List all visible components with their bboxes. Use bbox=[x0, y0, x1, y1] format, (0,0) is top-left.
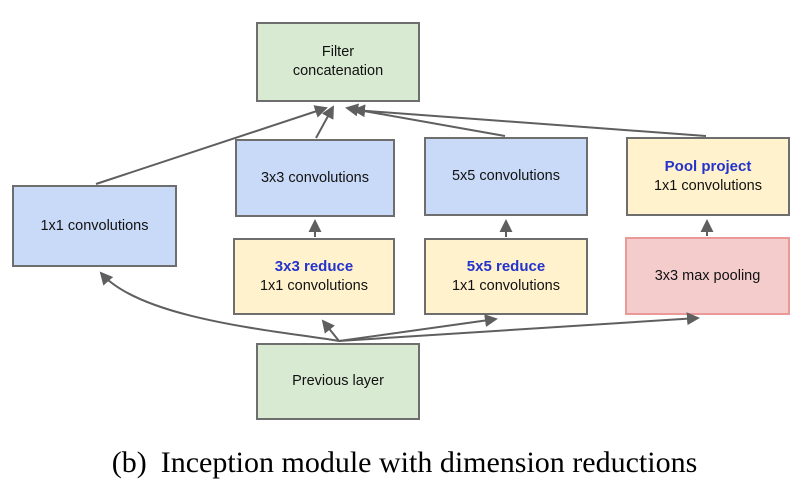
node-pool-project: Pool project 1x1 convolutions bbox=[626, 137, 790, 216]
node-5x5-reduce: 5x5 reduce 1x1 convolutions bbox=[424, 238, 588, 315]
node-label: 3x3 convolutions bbox=[260, 169, 369, 186]
node-previous-layer: Previous layer bbox=[256, 343, 420, 420]
node-label: 1x1 convolutions bbox=[653, 178, 762, 195]
figure-caption: (b) Inception module with dimension reduc… bbox=[0, 446, 809, 480]
node-label: Previous layer bbox=[292, 373, 384, 390]
node-5x5-convolutions: 5x5 convolutions bbox=[424, 137, 588, 216]
caption-label: (b) bbox=[111, 446, 147, 479]
node-title: Pool project bbox=[664, 157, 752, 175]
node-3x3-reduce: 3x3 reduce 1x1 convolutions bbox=[233, 238, 395, 315]
edge-previous-to-reduce3x3 bbox=[321, 319, 340, 342]
node-title: 3x3 reduce bbox=[274, 257, 354, 275]
node-filter-concatenation: Filter concatenation bbox=[256, 22, 420, 102]
node-3x3-max-pooling: 3x3 max pooling bbox=[625, 237, 790, 315]
caption-text: Inception module with dimension reductio… bbox=[160, 446, 698, 479]
edge-previous-to-maxpool bbox=[338, 312, 700, 342]
node-3x3-convolutions: 3x3 convolutions bbox=[235, 139, 395, 217]
node-label: 1x1 convolutions bbox=[40, 217, 149, 234]
node-title: 5x5 reduce bbox=[466, 257, 546, 275]
node-1x1-convolutions: 1x1 convolutions bbox=[12, 185, 177, 267]
node-label: Filter bbox=[321, 44, 355, 61]
node-label: 1x1 convolutions bbox=[259, 278, 368, 295]
edge-conv3x3-to-concat bbox=[315, 105, 334, 139]
node-label: 1x1 convolutions bbox=[451, 278, 560, 295]
node-label: concatenation bbox=[292, 63, 384, 79]
edge-poolproject-to-concat bbox=[352, 104, 707, 137]
node-label: 3x3 max pooling bbox=[654, 267, 761, 284]
node-label: 5x5 convolutions bbox=[451, 168, 560, 185]
edge-previous-to-reduce5x5 bbox=[338, 314, 498, 342]
edge-conv5x5-to-concat bbox=[345, 103, 506, 137]
